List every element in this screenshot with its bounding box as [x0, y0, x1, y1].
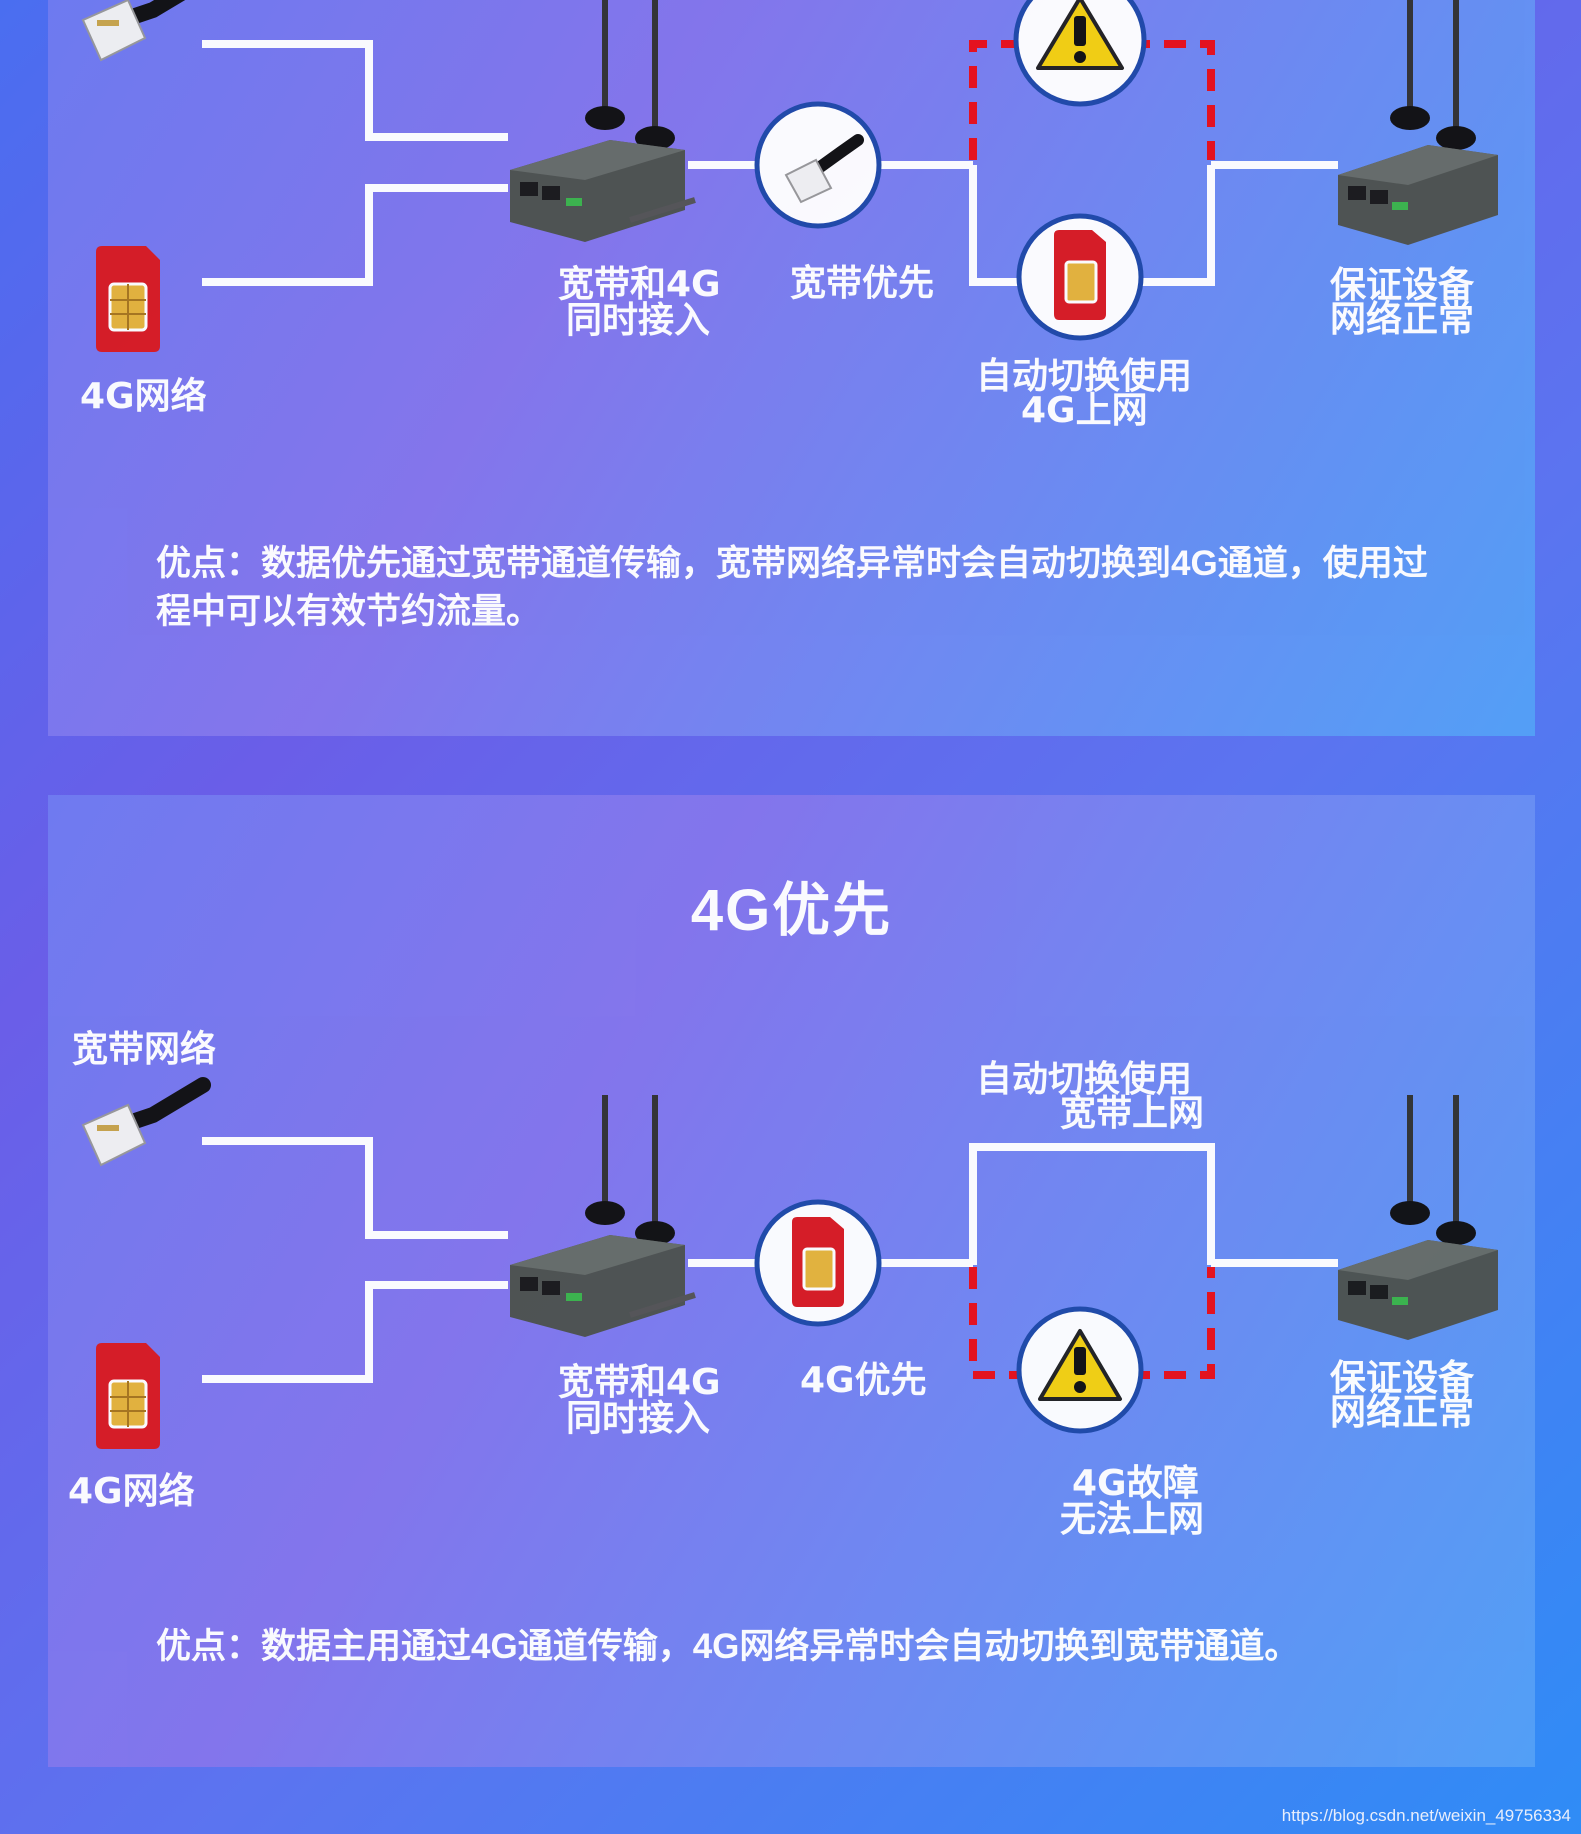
- broadband-priority-circle: [754, 101, 882, 229]
- warning-icon: [1036, 0, 1124, 70]
- switch-label-line1: 自动切换使用: [976, 356, 1192, 397]
- sim-network-label: 4G网络: [68, 1470, 195, 1512]
- connection-lines: [202, 1137, 1338, 1383]
- sim-network-label: 4G网络: [80, 375, 207, 417]
- advantage-text: 优点：数据优先通过宽带通道传输，宽带网络异常时会自动切换到4G通道，使用过程中可…: [156, 544, 1428, 631]
- broadband-network-label: 宽带网络: [72, 1028, 216, 1070]
- sim-card-icon: [792, 1217, 844, 1307]
- connection-lines: [202, 40, 1338, 286]
- router-icon: [510, 1095, 696, 1337]
- warning-circle: [1013, 0, 1147, 107]
- fault-dashed-path: [969, 40, 1215, 160]
- router-label-line2: 同时接入: [566, 300, 710, 341]
- router-icon: [1338, 1095, 1498, 1340]
- device-label-line1: 保证设备: [1330, 1358, 1475, 1399]
- switch-label-line2: 宽带上网: [1060, 1092, 1204, 1134]
- section-title: 4G优先: [690, 878, 893, 943]
- sim-card-icon: [96, 1343, 160, 1449]
- warning-circle: [1016, 1306, 1144, 1434]
- 4g-priority-diagram: 宽带网络 4G网络 宽带和4G 同时接入: [68, 1028, 1498, 1540]
- router-icon: [1338, 0, 1498, 245]
- switch-label-line1: 自动切换使用: [976, 1059, 1192, 1100]
- sim-card-icon: [1054, 230, 1106, 320]
- warning-icon: [1038, 1329, 1122, 1401]
- router-label-line2: 同时接入: [566, 1398, 710, 1439]
- switch-label-line2: 4G上网: [1021, 390, 1148, 431]
- router-label-line1: 宽带和4G: [558, 263, 721, 305]
- watermark: https://blog.csdn.net/weixin_49756334: [1281, 1806, 1571, 1825]
- 4g-priority-panel: 4G优先 宽带网络 4G网络: [48, 795, 1535, 1767]
- device-label-line1: 保证设备: [1330, 265, 1475, 306]
- priority-label: 4G优先: [800, 1360, 927, 1401]
- ethernet-plug-icon: [81, 0, 186, 62]
- device-label-line2: 网络正常: [1330, 1391, 1474, 1433]
- device-label-line2: 网络正常: [1330, 298, 1474, 340]
- fault-label-line1: 4G故障: [1072, 1463, 1199, 1504]
- 4g-priority-circle: [754, 1199, 882, 1327]
- fault-dashed-path: [969, 1267, 1215, 1379]
- priority-label: 宽带优先: [790, 262, 934, 304]
- fault-label-line2: 无法上网: [1060, 1499, 1204, 1540]
- advantage-text: 优点：数据主用通过4G通道传输，4G网络异常时会自动切换到宽带通道。: [156, 1627, 1300, 1666]
- broadband-priority-diagram: 4G网络 宽带和4G 同时接入 宽带优先: [80, 0, 1498, 431]
- router-label-line1: 宽带和4G: [558, 1361, 721, 1403]
- router-icon: [510, 0, 696, 242]
- sim-switch-circle: [1016, 213, 1144, 341]
- broadband-priority-panel: 4G网络 宽带和4G 同时接入 宽带优先: [48, 0, 1535, 736]
- ethernet-plug-icon: [81, 1077, 211, 1167]
- ethernet-plug-icon: [784, 134, 864, 204]
- sim-card-icon: [96, 246, 160, 352]
